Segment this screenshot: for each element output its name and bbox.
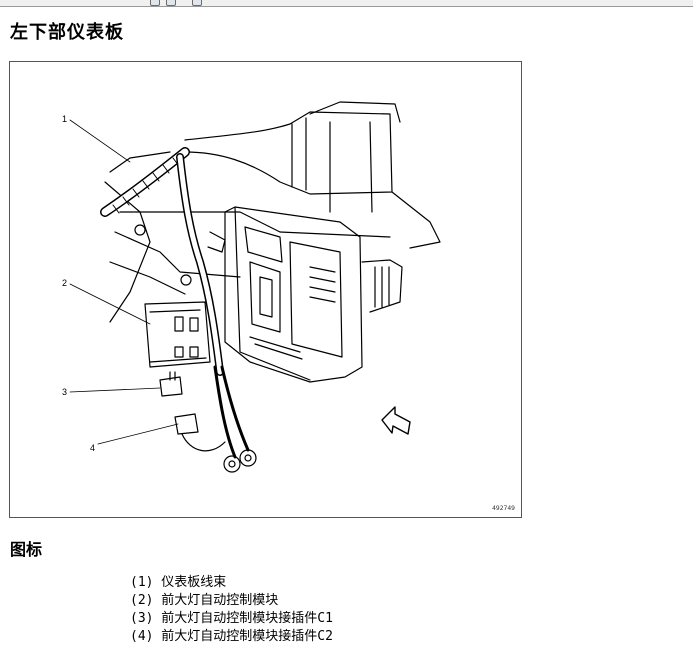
legend-item: (3) 前大灯自动控制模块接插件C1 — [130, 611, 333, 626]
toolbar-icon[interactable] — [150, 0, 160, 6]
figure-id: 492749 — [492, 505, 515, 512]
legend-heading: 图标 — [10, 540, 43, 559]
toolbar-icon[interactable] — [192, 0, 202, 6]
legend-item: (1) 仪表板线束 — [130, 575, 227, 590]
callout-1: 1 — [62, 114, 67, 124]
legend-item: (2) 前大灯自动控制模块 — [130, 593, 279, 608]
legend-list: (1) 仪表板线束 (2) 前大灯自动控制模块 (3) 前大灯自动控制模块接插件… — [130, 574, 333, 646]
callout-4: 4 — [90, 443, 95, 453]
wiring-illustration: 1 2 3 4 492749 — [9, 61, 522, 518]
toolbar-strip — [0, 0, 693, 7]
callout-3: 3 — [62, 387, 67, 397]
legend-item: (4) 前大灯自动控制模块接插件C2 — [130, 629, 333, 644]
instrument-panel-diagram: 1 2 3 4 — [62, 101, 441, 473]
callout-2: 2 — [62, 278, 67, 288]
toolbar-icon[interactable] — [166, 0, 176, 6]
page-title: 左下部仪表板 — [10, 22, 124, 43]
